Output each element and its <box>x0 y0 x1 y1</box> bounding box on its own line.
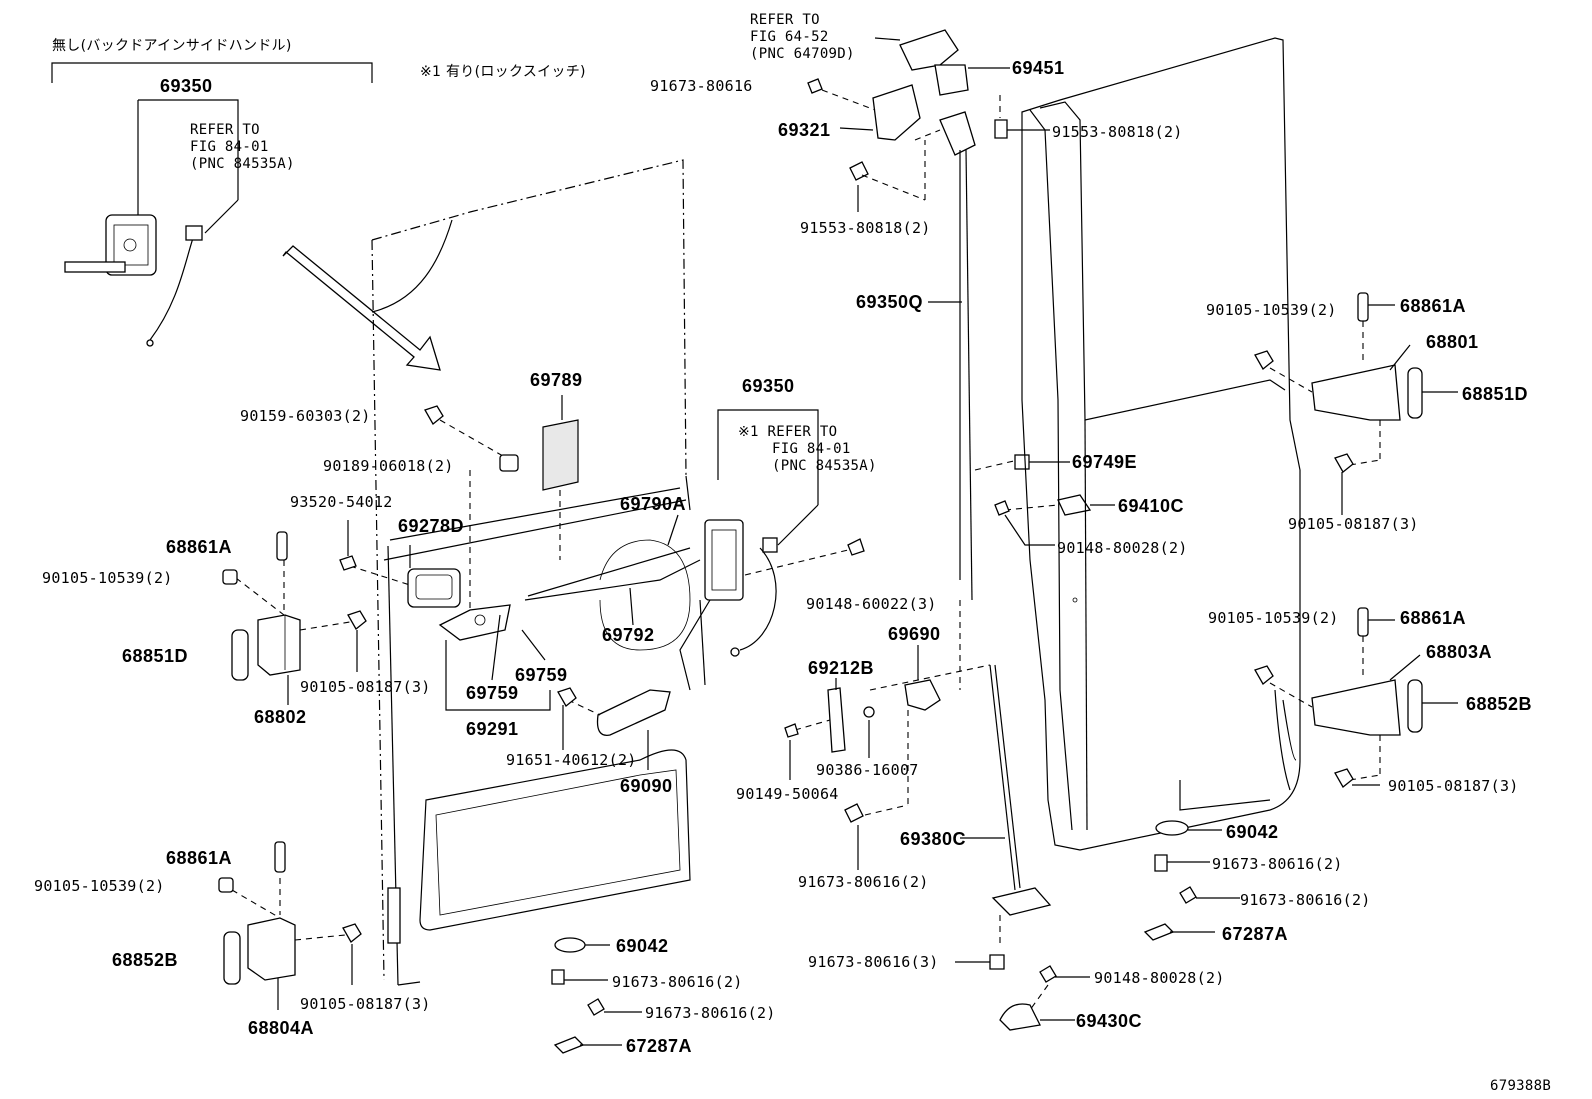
label-90149-50064: 90149-50064 <box>736 785 839 803</box>
label-93520-54012: 93520-54012 <box>290 493 393 511</box>
label-68852B-right: 68852B <box>1466 694 1533 714</box>
ref-line: REFER TO <box>750 12 820 28</box>
outside-handle-69090 <box>557 687 671 770</box>
diagram-id: 679388B <box>1490 1078 1552 1094</box>
ref-fig-84-01-mid: ※1 REFER TO FIG 84-01 (PNC 84535A) <box>738 424 877 475</box>
label-91673-80616-top: 91673-80616 <box>650 77 753 95</box>
label-68861A-left-2: 68861A <box>166 848 233 868</box>
label-68804A: 68804A <box>248 1018 315 1038</box>
ref-line: FIG 64-52 <box>750 29 829 45</box>
label-91673-80616-right-2: 91673-80616(2) <box>1240 891 1371 909</box>
center-assembly <box>784 29 1115 1031</box>
right-lower-hinge <box>1254 607 1458 788</box>
label-68861A-left-1: 68861A <box>166 537 233 557</box>
left-lower-fasteners <box>551 937 642 1054</box>
label-69350-mid: 69350 <box>742 376 795 396</box>
ref-fig-84-01-top: REFER TO FIG 84-01 (PNC 84535A) <box>190 122 295 173</box>
inside-handle-assembly-69350 <box>64 99 239 347</box>
label-69759-b: 69759 <box>515 665 568 685</box>
label-90189-06018: 90189-06018(2) <box>323 457 454 475</box>
label-90105-10539-left-2: 90105-10539(2) <box>34 877 165 895</box>
ref-fig-64-52: REFER TO FIG 64-52 (PNC 64709D) <box>750 12 855 63</box>
rods <box>524 514 701 651</box>
label-69042-right: 69042 <box>1226 822 1279 842</box>
label-90105-10539-left-1: 90105-10539(2) <box>42 569 173 587</box>
ref-line: REFER TO <box>190 122 260 138</box>
left-lower-hinge <box>218 841 362 1010</box>
label-90105-10539-right-1: 90105-10539(2) <box>1206 301 1337 319</box>
label-68861A-right-2: 68861A <box>1400 608 1467 628</box>
label-69212B: 69212B <box>808 658 875 678</box>
label-69790A: 69790A <box>620 494 687 514</box>
inside-handle-69278D <box>339 520 461 608</box>
label-90386-16007: 90386-16007 <box>816 761 919 779</box>
label-69690: 69690 <box>888 624 941 644</box>
label-69291: 69291 <box>466 719 519 739</box>
label-68803A: 68803A <box>1426 642 1493 662</box>
label-68801: 68801 <box>1426 332 1479 352</box>
label-91673-80616-left-1: 91673-80616(2) <box>612 973 743 991</box>
label-69792: 69792 <box>602 625 655 645</box>
label-90105-08187-left-1: 90105-08187(3) <box>300 678 431 696</box>
view-arrow <box>282 245 441 371</box>
left-upper-hinge <box>222 531 367 705</box>
label-67287A-left: 67287A <box>626 1036 693 1056</box>
latch-bracket-area <box>424 405 551 711</box>
note-with-lock-switch: ※1 有り(ロックスイッチ) <box>420 64 586 80</box>
label-90148-80028-a: 90148-80028(2) <box>1057 539 1188 557</box>
label-69759-a: 69759 <box>466 683 519 703</box>
label-91553-80818-b: 91553-80818(2) <box>800 219 931 237</box>
label-90105-08187-left-2: 90105-08187(3) <box>300 995 431 1013</box>
label-91673-80616-right-1: 91673-80616(2) <box>1212 855 1343 873</box>
ref-line: (PNC 84535A) <box>772 458 877 474</box>
note-no-back-door-inside-handle: 無し(バックドアインサイドハンドル) <box>52 38 292 54</box>
left-door-outline <box>371 159 691 986</box>
label-68861A-right-1: 68861A <box>1400 296 1467 316</box>
label-90105-08187-right-1: 90105-08187(3) <box>1288 515 1419 533</box>
label-91651-40612: 91651-40612(2) <box>506 751 637 769</box>
label-69430C: 69430C <box>1076 1011 1143 1031</box>
label-91673-80616-left-2: 91673-80616(2) <box>645 1004 776 1022</box>
label-69321: 69321 <box>778 120 831 140</box>
label-68852B-left: 68852B <box>112 950 179 970</box>
label-90105-10539-right-2: 90105-10539(2) <box>1208 609 1339 627</box>
ref-line: FIG 84-01 <box>190 139 269 155</box>
label-69278D: 69278D <box>398 516 465 536</box>
label-67287A-right: 67287A <box>1222 924 1289 944</box>
label-69380C: 69380C <box>900 829 967 849</box>
door-lock-69350 <box>679 409 865 691</box>
label-68851D-right: 68851D <box>1462 384 1529 404</box>
right-door-outline <box>1021 37 1301 851</box>
ref-line: FIG 84-01 <box>772 441 851 457</box>
label-69410C: 69410C <box>1118 496 1185 516</box>
label-69749E: 69749E <box>1072 452 1138 472</box>
label-69350-top: 69350 <box>160 76 213 96</box>
label-68851D-left: 68851D <box>122 646 189 666</box>
label-69350Q: 69350Q <box>856 292 924 312</box>
label-91553-80818-a: 91553-80818(2) <box>1052 123 1183 141</box>
ref-line: (PNC 84535A) <box>190 156 295 172</box>
label-91673-80616-center-1: 91673-80616(2) <box>798 873 929 891</box>
label-69789: 69789 <box>530 370 583 390</box>
ref-line: ※1 REFER TO <box>738 424 838 440</box>
label-91673-80616-center-3: 91673-80616(3) <box>808 953 939 971</box>
label-68802: 68802 <box>254 707 307 727</box>
ref-line: (PNC 64709D) <box>750 46 855 62</box>
note-bracket <box>51 62 373 83</box>
right-upper-hinge <box>1254 292 1458 515</box>
pad-69789 <box>542 395 579 560</box>
label-90105-08187-right-2: 90105-08187(3) <box>1388 777 1519 795</box>
label-69042-left: 69042 <box>616 936 669 956</box>
label-90148-80028-b: 90148-80028(2) <box>1094 969 1225 987</box>
label-90148-60022: 90148-60022(3) <box>806 595 937 613</box>
right-lower-fasteners <box>1143 820 1240 941</box>
label-69451: 69451 <box>1012 58 1065 78</box>
label-90159-60303: 90159-60303(2) <box>240 407 371 425</box>
label-69090: 69090 <box>620 776 673 796</box>
